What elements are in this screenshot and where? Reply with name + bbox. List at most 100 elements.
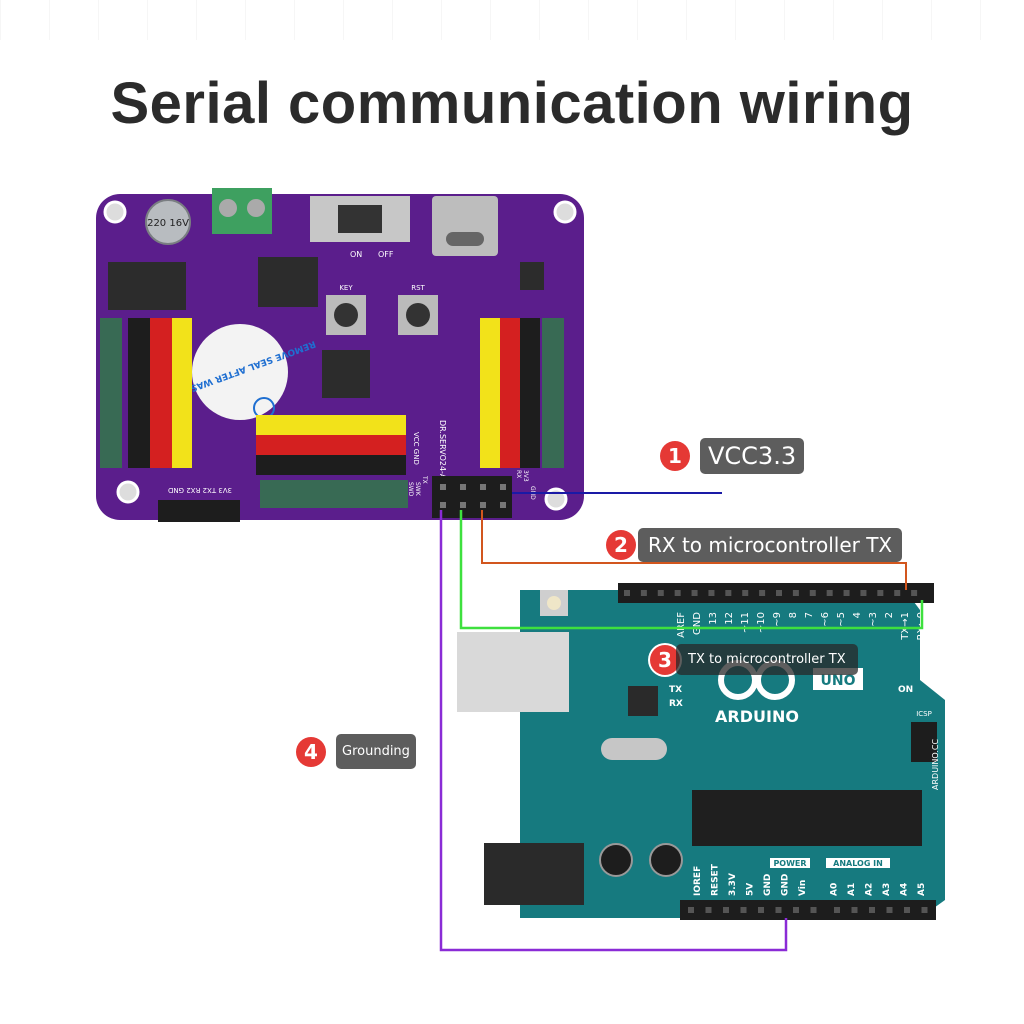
icsp-label: ICSP [916,710,932,718]
power-pin-label: GND [781,874,791,896]
atmega-chip [692,790,922,846]
serial-header [432,476,512,518]
callout-number-2: 2 [606,530,636,560]
digital-pin-label: 2 [884,612,895,618]
gnd-pin-row [256,455,406,475]
serial-header-pins [440,484,506,508]
power-pin-holes [688,907,928,913]
rst-label: RST [411,284,425,292]
gnd-pin-column [128,318,150,468]
page-title: Serial communication wiring [110,71,914,136]
header-pin [624,590,630,596]
rx-led-label: RX [669,699,683,709]
usb-c-opening [446,232,484,246]
callout-ground: 4 Grounding [296,734,416,769]
switch-off-label: OFF [378,250,394,259]
callout-rx: 2 RX to microcontroller TX [606,528,903,562]
analog-pin-label: A3 [882,883,892,896]
digital-pin-label: GND [692,612,703,635]
analog-in-label: ANALOG IN [833,859,883,868]
power-pin-label: 5V [746,883,756,896]
vcc-pin-column [500,318,520,468]
capacitor [649,843,683,877]
header-pin [708,590,715,596]
digital-pin-holes [624,590,918,596]
callout-number-3: 3 [650,644,680,675]
right-pin-headers [480,318,564,468]
uart-header [158,500,240,522]
header-pin [826,590,833,596]
callout-label-ground: Grounding [336,734,416,769]
usb-chip [628,686,658,716]
terminal-screw [219,199,237,217]
power-pin-label: Vin [798,880,808,896]
header-pin [742,590,749,596]
header-pin [886,907,893,913]
header-pin [869,907,875,913]
uart-header-label: 3V3 TX2 RX2 GND [168,486,232,494]
mounting-hole [103,200,127,224]
header-pin [705,907,712,913]
digital-pin-label: ~11 [740,612,751,633]
callout-label-rx: RX to microcontroller TX [638,528,903,562]
tx-led-label: TX [669,685,682,695]
power-pin-label: IOREF [693,866,703,896]
header-pin [776,590,782,596]
signal-pin-row [256,415,406,435]
header-pin [809,590,816,596]
analog-pin-label: A5 [917,883,927,896]
icsp-header [911,722,937,762]
header-pin [691,590,698,596]
wire-tx [459,510,924,630]
debug-pin-label-rx: RX [515,470,522,478]
mounting-hole [116,480,140,504]
callout-vcc: 1 VCC3.3 [660,438,805,474]
resistor-column [542,318,564,468]
key-label: KEY [339,284,353,292]
header-pin [759,590,766,596]
header-label: VCC GND [412,432,420,465]
header-pin [740,907,747,913]
left-pin-headers [100,318,192,468]
power-analog-header [680,900,936,920]
power-switch-slider [338,205,382,233]
header-pin [894,590,901,596]
dc-jack [484,843,584,905]
voltage-regulator [108,262,186,310]
header-pin [843,590,850,596]
header-pin [810,907,817,913]
servo-board: 220 16V ON OFF KEY RST REMOVE SEAL AFTER… [96,188,584,522]
arduino-reset-button-cap [547,596,561,610]
power-label-bg [770,858,810,868]
digital-pin-label: 12 [724,612,735,625]
digital-pin-label: 7 [804,612,815,618]
header-pin [758,907,764,913]
header-pin [860,590,867,596]
power-pin-label: 3.3V [728,873,738,896]
debug-pin-label-tx: TX [421,475,428,484]
on-led-label: ON [898,685,913,695]
header-pin [723,907,729,913]
capacitor [599,843,633,877]
header-pin [792,590,799,596]
resistor-row [260,480,408,508]
digital-pin-label: ~5 [836,612,847,627]
debug-pin-label-3v3: 3V3 [522,470,529,482]
uno-label: UNO [821,673,856,689]
resistor-column [100,318,122,468]
board-model: DR.SERVO24-A [438,420,447,480]
capacitor-text: 220 16V [147,218,189,229]
voltage-regulator [258,257,318,307]
digital-pin-label: ~6 [820,612,831,627]
background-grid [0,0,1024,40]
vcc-pin-row [256,435,406,455]
digital-pin-label: 8 [788,612,799,618]
vcc-pin-column [150,318,172,468]
digital-pin-label: TX→1 [900,612,911,641]
header-pin [911,590,918,596]
digital-pin-label: ~9 [772,612,783,627]
mounting-hole [553,200,577,224]
analog-pin-label: A2 [865,883,875,896]
usb-c-port [432,196,498,256]
